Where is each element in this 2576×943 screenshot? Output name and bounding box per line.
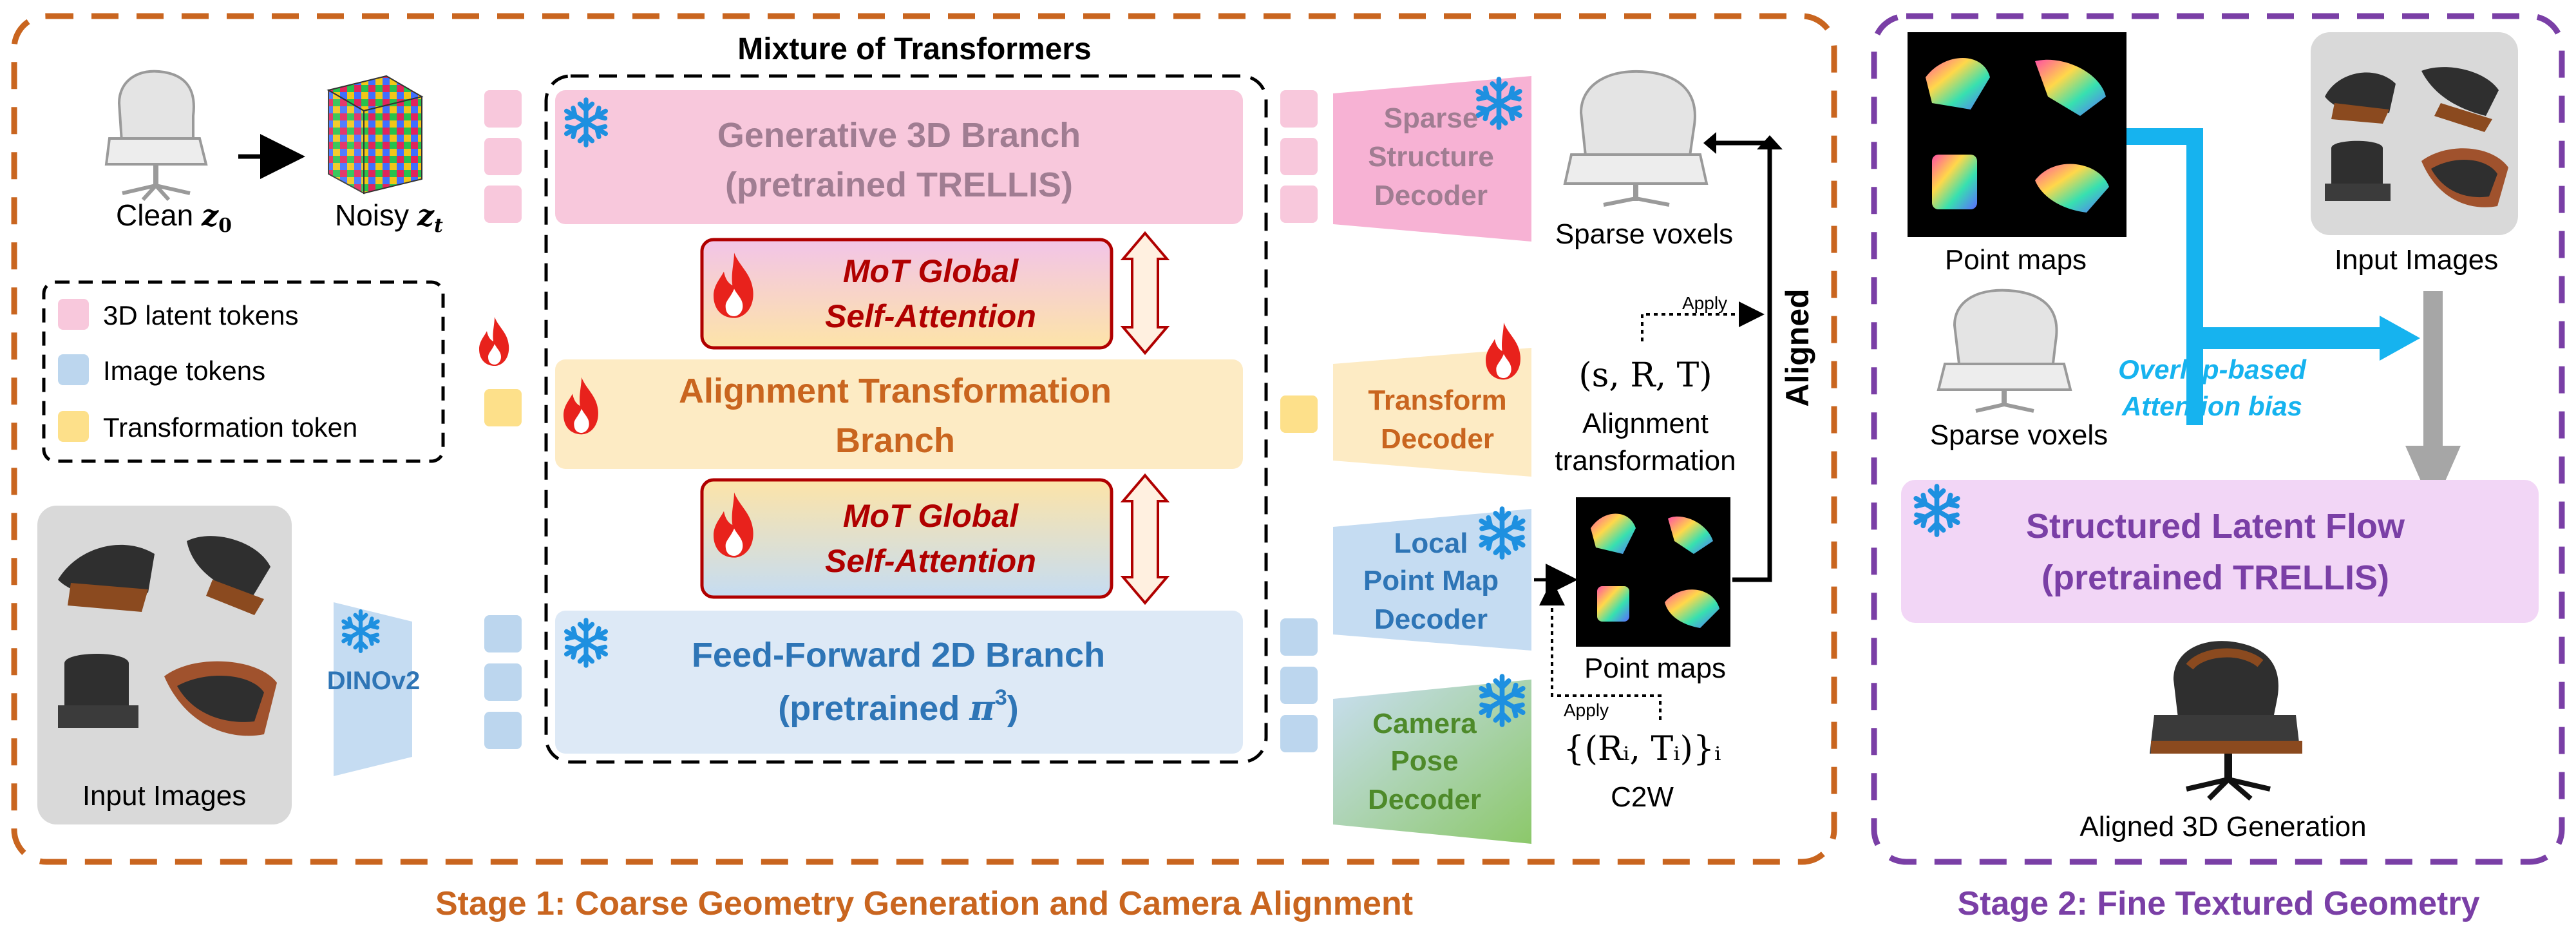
apply-top-arrow xyxy=(1641,301,1765,341)
sparse-voxels-label-stage1: Sparse voxels xyxy=(1555,218,1733,250)
slf-line1: Structured Latent Flow xyxy=(2026,507,2405,546)
mot-title: Mixture of Transformers xyxy=(737,32,1091,66)
pointmap-decoder-line2: Point Map xyxy=(1363,565,1499,596)
input-images-label-stage1: Input Images xyxy=(82,780,246,812)
stage2-frame xyxy=(1871,13,2565,865)
alignment-transform-formula: (s, R, T) xyxy=(1578,356,1712,395)
alignment-transformation-line1: Alignment xyxy=(1582,408,1709,439)
gen-branch-line2: (pretrained TRELLIS) xyxy=(725,166,1073,204)
legend-swatch-transformation xyxy=(58,411,89,442)
slf-line2: (pretrained TRELLIS) xyxy=(2041,558,2389,597)
camera-decoder-line2: Pose xyxy=(1390,745,1458,777)
attn2-line2: Self-Attention xyxy=(825,543,1036,579)
tokens-left xyxy=(484,90,522,749)
input-images-down-arrowhead xyxy=(2405,446,2461,509)
mot-attention-2 xyxy=(700,478,1113,599)
bias-label-line1: Overlap-based xyxy=(2118,354,2307,385)
camera-pose-decoder xyxy=(1333,680,1531,844)
input-chair-images-stage2 xyxy=(2325,67,2508,207)
aligned-3d-generation-label: Aligned 3D Generation xyxy=(2079,811,2366,843)
align-branch-line1: Alignment Transformation xyxy=(679,372,1112,410)
aligned-line xyxy=(1732,147,1772,582)
apply-bottom-label: Apply xyxy=(1564,700,1609,720)
sparse-voxels-chair-image-stage2 xyxy=(1937,289,2072,413)
dinov2-encoder xyxy=(334,602,412,776)
alignment-transformation-line2: transformation xyxy=(1555,445,1736,477)
dinov2-label: DINOv2 xyxy=(327,667,421,695)
point-maps-label-stage1: Point maps xyxy=(1584,652,1726,684)
clean-label: Clean z0 xyxy=(116,198,232,237)
ff-branch-line2: (pretrained π3) xyxy=(778,685,1019,729)
pointmap-decoder-line1: Local xyxy=(1394,528,1468,559)
stage1-frame xyxy=(11,13,1837,865)
attn2-line1: MoT Global xyxy=(843,498,1019,534)
attn1-line1: MoT Global xyxy=(843,253,1019,289)
legend-swatch-3d-latent xyxy=(58,299,89,330)
sparse-decoder-line2: Structure xyxy=(1368,141,1494,173)
aligned-to-voxels-arrowhead xyxy=(1703,132,1716,154)
transform-decoder xyxy=(1333,348,1531,477)
mot-attention-1 xyxy=(700,238,1113,350)
sparse-decoder-line3: Decoder xyxy=(1374,180,1488,211)
legend-swatch-image xyxy=(58,354,89,385)
align-token-flame-icon xyxy=(479,317,509,366)
feed-forward-2d-branch xyxy=(555,611,1243,754)
stage1-caption: Stage 1: Coarse Geometry Generation and … xyxy=(435,885,1413,922)
sparse-voxels-chair-image xyxy=(1563,70,1709,207)
generative-3d-branch xyxy=(555,90,1243,224)
point-maps-label-stage2: Point maps xyxy=(1945,244,2087,276)
input-chair-images xyxy=(58,536,277,736)
camera-decoder-line1: Camera xyxy=(1372,708,1477,739)
legend-label-image: Image tokens xyxy=(103,356,265,386)
c2w-label: C2W xyxy=(1611,781,1674,813)
sparse-structure-decoder xyxy=(1333,76,1531,242)
transform-decoder-line2: Decoder xyxy=(1381,423,1494,455)
transform-decoder-flame-icon xyxy=(1486,322,1520,380)
stage2-caption: Stage 2: Fine Textured Geometry xyxy=(1957,885,2479,922)
tokens-right xyxy=(1280,90,1318,752)
alignment-transformation-branch xyxy=(555,359,1243,469)
pointmap-decoder-line3: Decoder xyxy=(1374,604,1488,635)
gen-branch-line1: Generative 3D Branch xyxy=(717,116,1081,155)
transform-decoder-line1: Transform xyxy=(1368,385,1506,416)
camera-decoder-line3: Decoder xyxy=(1368,784,1481,815)
apply-top-label: Apply xyxy=(1682,293,1727,313)
overlap-bias-arrow xyxy=(2195,316,2420,361)
aligned-3d-chair-image xyxy=(2150,641,2302,801)
point-maps-shapes-stage2 xyxy=(1926,58,2109,213)
ff-branch-line1: Feed-Forward 2D Branch xyxy=(692,636,1105,674)
legend: 3D latent tokens Image tokens Transforma… xyxy=(58,299,357,443)
attn1-line2: Self-Attention xyxy=(825,298,1036,334)
sparse-decoder-line1: Sparse xyxy=(1384,102,1479,134)
structured-latent-flow xyxy=(1901,480,2539,623)
legend-box xyxy=(42,280,445,463)
legend-label-transformation: Transformation token xyxy=(103,412,357,443)
c2w-formula: {(Rᵢ, Tᵢ)}ᵢ xyxy=(1563,730,1721,768)
noisy-cube-image xyxy=(327,75,424,195)
input-images-label-stage2: Input Images xyxy=(2334,244,2498,276)
attn2-double-arrow xyxy=(1120,473,1170,605)
point-maps-shapes-stage1 xyxy=(1591,513,1719,628)
aligned-label: Aligned xyxy=(1779,289,1815,406)
sparse-voxels-label-stage2: Sparse voxels xyxy=(1930,419,2108,451)
noisy-label: Noisy zt xyxy=(335,198,443,237)
legend-label-3d-latent: 3D latent tokens xyxy=(103,300,299,330)
input-images-down-shaft xyxy=(2423,291,2443,446)
clean-chair-image xyxy=(104,70,208,202)
align-branch-line2: Branch xyxy=(835,421,955,460)
apply-bottom-arrow xyxy=(1539,580,1662,720)
bias-label-line2: Attention bias xyxy=(2121,391,2302,421)
mot-box xyxy=(544,74,1268,764)
attn1-double-arrow xyxy=(1120,231,1170,356)
